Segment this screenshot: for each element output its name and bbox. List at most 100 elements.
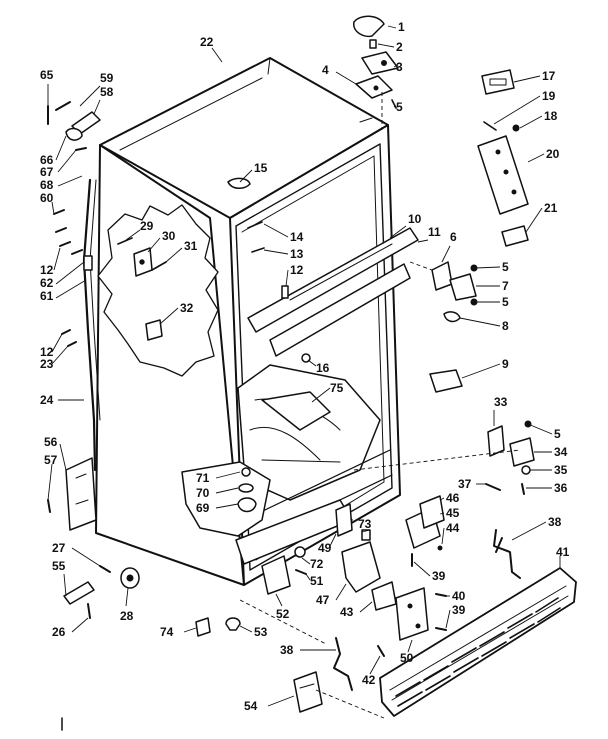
screw-60: [53, 209, 67, 233]
callout-c71: 71: [196, 471, 210, 485]
leader-c18: [519, 115, 543, 129]
callout-c16: 16: [316, 361, 330, 375]
leader-c28: [125, 587, 129, 607]
plug-15: [227, 177, 251, 189]
leader-c4: [335, 71, 357, 85]
relay-cover-47: [341, 541, 381, 593]
leader-lines: [47, 25, 561, 707]
callout-c21: 21: [544, 201, 558, 215]
leader-c6: [441, 245, 451, 263]
screws-12-left: [59, 241, 83, 255]
screw-26: [87, 603, 91, 619]
leader-c58: [93, 99, 101, 115]
leader-c62: [55, 261, 85, 285]
cutaway-liner-section: [97, 204, 219, 377]
callout-c5c: 5: [502, 295, 509, 309]
plug-12-cab: [281, 285, 289, 299]
callout-c24: 24: [40, 393, 54, 407]
callout-c55: 55: [52, 559, 66, 573]
callout-c5a: 5: [396, 100, 403, 114]
leader-c12a: [285, 269, 289, 287]
callout-c39a: 39: [432, 569, 446, 583]
callout-c41: 41: [556, 545, 570, 559]
callout-c5b: 5: [502, 260, 509, 274]
leader-c71: [215, 471, 241, 479]
leader-c5d: [527, 423, 553, 435]
leader-c45: [439, 512, 445, 515]
callout-c20: 20: [546, 147, 560, 161]
screw-36: [521, 483, 525, 495]
callout-c58: 58: [100, 85, 114, 99]
bracket-38-lower: [333, 637, 353, 691]
washer-35: [521, 465, 531, 475]
screw-57: [47, 499, 51, 513]
callout-c18: 18: [544, 109, 558, 123]
callout-c11: 11: [428, 225, 441, 239]
callout-c60: 60: [40, 191, 54, 205]
leveling-leg-53: [225, 617, 241, 631]
hinge-bracket-34: [509, 437, 535, 467]
callout-c4: 4: [322, 63, 329, 77]
callout-c13: 13: [290, 247, 304, 261]
hinge-6: [431, 261, 453, 291]
leader-c52: [275, 593, 283, 607]
washer-70: [238, 483, 254, 493]
screw-59: [55, 101, 71, 111]
leader-c1: [387, 25, 397, 29]
base-grille-41: [379, 567, 577, 717]
callout-c32: 32: [180, 301, 194, 315]
cabinet-base-cutaway: [181, 461, 271, 537]
callout-c5d: 5: [554, 427, 561, 441]
handle-bracket-20: [477, 135, 529, 215]
callout-c43: 43: [340, 605, 354, 619]
screw-40: [435, 593, 447, 597]
leader-c56: [59, 443, 67, 471]
screw-18: [512, 124, 520, 132]
leader-c53: [239, 625, 253, 633]
roller-bracket-52: [261, 555, 291, 595]
leader-c60: [51, 201, 55, 215]
machine-compartment-front: [235, 499, 353, 565]
callout-c34: 34: [554, 445, 568, 459]
leader-c46: [439, 497, 445, 501]
screw-13: [251, 247, 265, 253]
hinge-33: [487, 425, 505, 457]
grille-louvers: [395, 597, 561, 707]
screw-51: [295, 569, 307, 575]
leader-c12c: [51, 333, 63, 353]
leader-c50: [407, 639, 413, 653]
leader-c20: [527, 153, 545, 163]
leader-c19: [493, 95, 541, 125]
bushing-62: [83, 255, 93, 271]
leader-c47: [335, 583, 347, 601]
leader-c10: [389, 225, 407, 239]
leader-c14: [263, 223, 289, 238]
leader-c55: [63, 573, 67, 597]
callout-c51: 51: [310, 574, 324, 588]
washer-67: [75, 147, 87, 151]
leader-c66: [55, 135, 67, 161]
callout-c33: 33: [494, 395, 508, 409]
callout-c53: 53: [254, 625, 268, 639]
nut-72: [294, 546, 306, 558]
leader-c27: [71, 547, 101, 567]
callout-c7: 7: [502, 279, 509, 293]
callout-c17: 17: [542, 69, 556, 83]
callout-c75: 75: [330, 381, 344, 395]
clip-73: [361, 529, 371, 541]
leader-c73: [361, 529, 371, 533]
assembly-line-upper: [381, 92, 433, 271]
leader-c9: [461, 363, 501, 379]
leader-c70: [215, 487, 239, 494]
callout-c61: 61: [40, 289, 54, 303]
callout-c56: 56: [44, 435, 58, 449]
leader-c44: [441, 527, 445, 545]
screw-44: [437, 545, 443, 551]
callout-c14: 14: [290, 230, 304, 244]
screw-29: [117, 237, 133, 245]
leader-c38a: [511, 521, 547, 541]
leader-c39a: [413, 561, 431, 577]
clip-32: [145, 319, 163, 341]
hinge-7: [449, 273, 477, 301]
